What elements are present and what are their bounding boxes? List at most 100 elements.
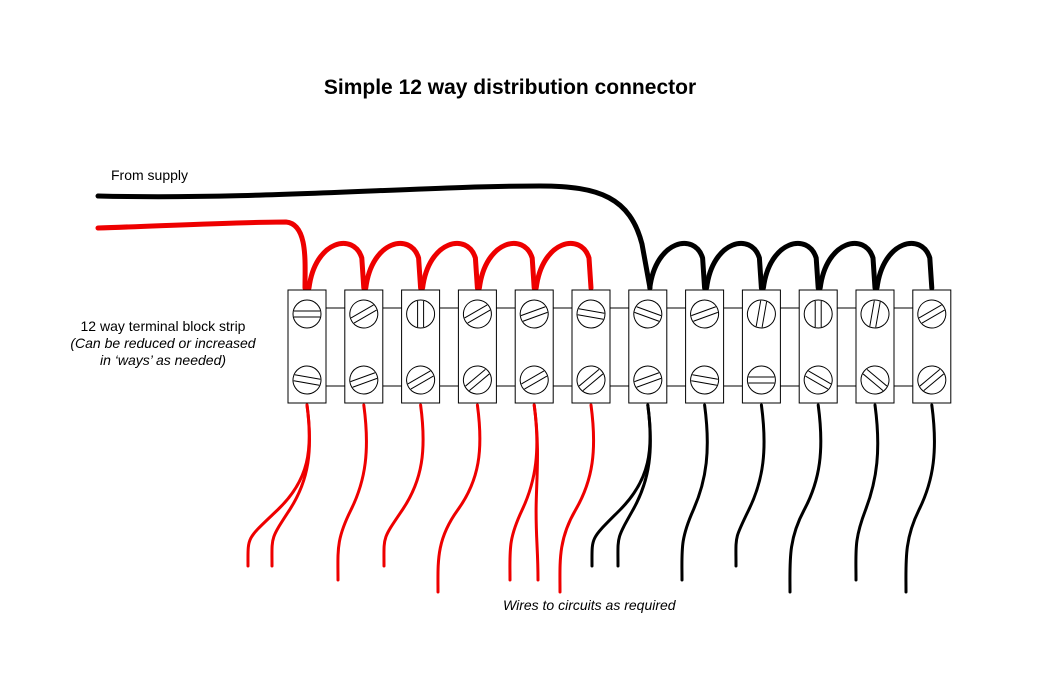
supply-live-wire: [95, 219, 308, 291]
screw-slot-edge: [578, 368, 600, 387]
screw-slot-edge: [862, 373, 884, 392]
screw-head: [292, 299, 322, 329]
screw-head: [519, 299, 549, 329]
screw-slot-edge: [869, 300, 875, 327]
screw-icon-lower: [576, 365, 606, 395]
screw-slot-edge: [350, 372, 376, 383]
circuit-neutral-wire: [590, 403, 652, 568]
circuit-live-wire: [532, 403, 540, 582]
neutral-link-wire: [760, 240, 821, 291]
screw-head: [633, 365, 663, 395]
circuit-live-wire: [382, 403, 425, 568]
screw-head: [860, 299, 890, 329]
strip-label-line1: 12 way terminal block strip: [80, 318, 246, 334]
screw-head: [746, 299, 776, 329]
screw-icon-lower: [860, 365, 890, 395]
live-link-wire: [420, 240, 480, 291]
terminal-strip-label: 12 way terminal block strip (Can be redu…: [48, 318, 278, 369]
screw-head: [690, 299, 720, 329]
circuit-neutral-wire: [788, 403, 823, 594]
screw-icon-lower: [690, 365, 720, 395]
supply-neutral-wire: [95, 183, 653, 291]
screw-icon-lower: [746, 365, 776, 395]
screw-icon-upper: [349, 299, 379, 329]
incoming-wires: [95, 183, 935, 291]
screw-slot-edge: [578, 308, 605, 314]
screw-head: [803, 299, 833, 329]
screw-slot-edge: [692, 374, 719, 380]
screw-slot-edge: [293, 380, 320, 386]
screw-icon-upper: [917, 299, 947, 329]
screw-slot-edge: [755, 300, 762, 327]
screw-icon-upper: [406, 299, 436, 329]
screw-slot-edge: [407, 370, 431, 385]
screw-icon-upper: [803, 299, 833, 329]
screw-icon-lower: [633, 365, 663, 395]
screw-icon-upper: [633, 299, 663, 329]
screw-slot-edge: [464, 304, 488, 319]
screw-slot-edge: [918, 304, 942, 319]
circuit-neutral-wire: [734, 403, 766, 568]
screw-slot-edge: [808, 370, 832, 385]
screw-icon-upper: [690, 299, 720, 329]
screw-icon-upper: [519, 299, 549, 329]
screw-head: [746, 365, 776, 395]
terminal-blocks: [287, 289, 952, 404]
screw-icon-upper: [860, 299, 890, 329]
screw-slot-edge: [634, 372, 660, 383]
screw-slot-edge: [636, 377, 662, 388]
screw-slot-edge: [469, 373, 490, 392]
screw-slot-edge: [761, 301, 768, 328]
live-link-wire: [476, 240, 537, 291]
screw-slot-edge: [582, 373, 604, 392]
screw-head: [633, 299, 663, 329]
screw-slot-edge: [521, 370, 545, 385]
screw-slot-edge: [352, 377, 378, 388]
screw-slot-edge: [634, 311, 660, 322]
screw-slot-edge: [636, 306, 662, 317]
screw-icon-lower: [803, 365, 833, 395]
diagram-title: Simple 12 way distribution connector: [323, 76, 697, 99]
screw-slot-edge: [350, 304, 374, 319]
neutral-link-wire: [874, 240, 935, 291]
screw-slot-edge: [522, 311, 548, 322]
circuits-label: Wires to circuits as required: [503, 597, 676, 613]
circuit-live-wire: [246, 403, 311, 568]
circuit-live-wire: [270, 403, 312, 568]
screw-icon-lower: [519, 365, 549, 395]
screw-slot-edge: [524, 375, 548, 390]
screw-icon-lower: [462, 365, 492, 395]
screw-head: [576, 365, 606, 395]
strip-label-line3: in ‘ways’ as needed): [99, 352, 227, 368]
screw-icon-upper: [746, 299, 776, 329]
circuit-neutral-wire: [854, 403, 880, 582]
live-link-wire: [306, 240, 367, 291]
screw-icon-lower: [406, 365, 436, 395]
circuit-live-wire: [336, 403, 368, 582]
screw-head: [576, 299, 606, 329]
circuit-live-wire: [508, 403, 539, 582]
screw-slot-edge: [805, 375, 829, 390]
screw-slot-edge: [866, 368, 888, 387]
screw-slot-edge: [577, 314, 604, 320]
screw-icon-upper: [462, 299, 492, 329]
screw-icon-lower: [917, 365, 947, 395]
screw-slot-edge: [693, 311, 719, 322]
live-link-wire: [363, 240, 424, 291]
screw-slot-edge: [467, 309, 491, 324]
screw-slot-edge: [691, 306, 716, 317]
neutral-link-wire: [704, 240, 764, 291]
screw-slot-edge: [875, 301, 881, 328]
circuit-live-wire: [436, 403, 482, 594]
strip-label-line2: (Can be reduced or increased: [70, 335, 256, 351]
neutral-link-wire: [817, 240, 878, 291]
neutral-link-wire: [647, 240, 708, 291]
screw-icon-upper: [576, 299, 606, 329]
screw-slot-edge: [919, 368, 941, 387]
screw-head: [406, 299, 436, 329]
screw-slot-edge: [294, 374, 321, 380]
live-link-wire: [533, 240, 594, 291]
circuit-neutral-wire: [616, 403, 652, 568]
screw-head: [690, 365, 720, 395]
